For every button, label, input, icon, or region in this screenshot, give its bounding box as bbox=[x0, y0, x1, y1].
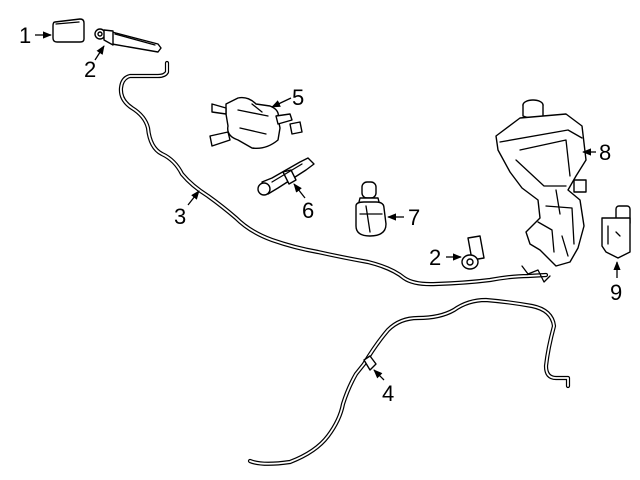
part-8-reservoir bbox=[495, 99, 587, 267]
leader-3 bbox=[187, 190, 200, 206]
part-4-lower-hose bbox=[247, 297, 571, 466]
part-5-y-connector bbox=[209, 96, 303, 150]
callout-9: 9 bbox=[610, 280, 622, 305]
leader-5 bbox=[271, 97, 292, 108]
part-2-bolt-lower bbox=[461, 235, 485, 270]
callout-1: 1 bbox=[19, 23, 31, 48]
part-1-cap bbox=[52, 18, 85, 43]
callout-2-lower: 2 bbox=[429, 245, 441, 270]
callout-5: 5 bbox=[292, 85, 304, 110]
callout-2-top: 2 bbox=[84, 57, 96, 82]
part-6-connector bbox=[257, 157, 315, 196]
callout-7: 7 bbox=[408, 205, 420, 230]
leader-6 bbox=[293, 183, 306, 199]
part-9-level-sensor bbox=[601, 205, 631, 259]
callout-8: 8 bbox=[599, 140, 611, 165]
part-2-nozzle-top bbox=[94, 28, 162, 53]
leader-4 bbox=[373, 369, 385, 381]
callout-6: 6 bbox=[302, 198, 314, 223]
callout-3: 3 bbox=[174, 204, 186, 229]
callout-4: 4 bbox=[382, 381, 394, 406]
part-7-pump bbox=[355, 181, 387, 237]
part-3-washer-hose bbox=[118, 60, 551, 287]
leader-2-top bbox=[94, 45, 105, 61]
